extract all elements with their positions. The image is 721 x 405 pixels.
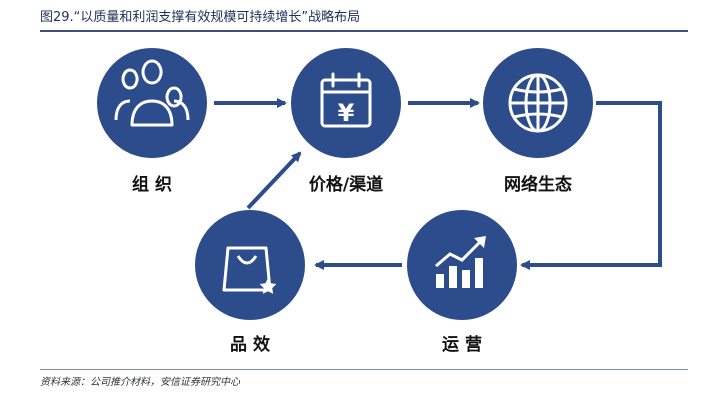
node-price: ¥ 价格/渠道 [291,48,401,195]
yuan-calendar-icon: ¥ [320,72,372,128]
globe-icon [508,73,568,133]
node-quality: 品 效 [195,210,305,355]
source-note: 资料来源：公司推介材料，安信证券研究中心 [40,377,240,388]
arrow-quality-to-price [246,151,302,210]
top-rule [40,30,688,32]
arrow-network-to-ops [520,101,662,270]
node-label-price: 价格/渠道 [309,174,383,195]
node-org: 组 织 [97,48,207,195]
node-label-ops: 运 营 [442,334,482,355]
node-network: 网络生态 [483,48,593,195]
shopping-bag-icon [222,246,277,294]
node-label-org: 组 织 [132,174,172,195]
node-ops: 运 营 [407,210,517,355]
figure-title: 图29.“以质量和利润支撑有效规模可持续增长”战略布局 [40,10,361,25]
bottom-rule [40,369,688,370]
node-label-network: 网络生态 [504,174,572,195]
growth-chart-icon [435,236,486,288]
svg-text:¥: ¥ [338,99,355,127]
people-icon [114,59,190,127]
node-label-quality: 品 效 [230,334,270,355]
